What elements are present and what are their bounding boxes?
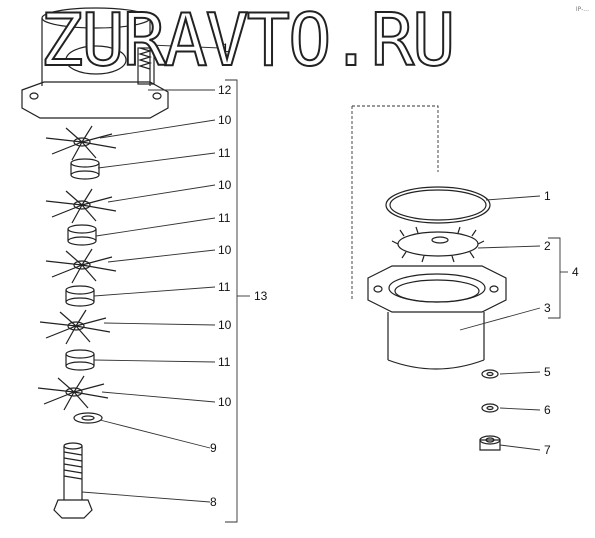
callout-2: 2: [544, 239, 551, 253]
callout-10c: 10: [218, 243, 232, 257]
nut-icon: [479, 435, 501, 451]
seal-ring-icon: [385, 186, 491, 224]
callout-8: 8: [210, 495, 217, 509]
impeller-icon: [45, 125, 117, 161]
impeller-icon: [45, 248, 117, 284]
callout-13: 13: [254, 289, 268, 303]
callout-6: 6: [544, 403, 551, 417]
callout-1: 1: [544, 189, 551, 203]
callout-14: 14: [222, 41, 236, 55]
flanged-housing-icon: [21, 7, 169, 119]
bushing-icon: [70, 158, 100, 180]
callout-10a: 10: [218, 113, 232, 127]
callout-12: 12: [218, 83, 232, 97]
callout-11d: 11: [218, 355, 231, 369]
spring-icon: [137, 47, 153, 70]
callout-9: 9: [210, 441, 217, 455]
callout-11c: 11: [218, 280, 231, 294]
callout-4: 4: [572, 265, 579, 279]
impeller-icon: [37, 375, 109, 411]
callout-10e: 10: [218, 395, 232, 409]
bushing-icon: [65, 349, 95, 371]
bushing-icon: [67, 224, 97, 246]
impeller-icon: [45, 188, 117, 224]
callout-5: 5: [544, 365, 551, 379]
callout-10d: 10: [218, 318, 232, 332]
washer-icon: [481, 403, 499, 413]
callout-3: 3: [544, 301, 551, 315]
impeller-icon: [39, 309, 111, 345]
callout-7: 7: [544, 443, 551, 457]
corner-mark: IP-...: [575, 6, 589, 13]
bushing-icon: [65, 285, 95, 307]
bolt-icon: [53, 442, 93, 519]
washer-icon: [481, 369, 499, 379]
tab-washer-icon: [391, 226, 485, 263]
callout-10b: 10: [218, 178, 232, 192]
washer-icon: [73, 412, 103, 424]
callout-11b: 11: [218, 211, 231, 225]
callout-11a: 11: [218, 146, 231, 160]
cup-housing-icon: [367, 265, 507, 370]
